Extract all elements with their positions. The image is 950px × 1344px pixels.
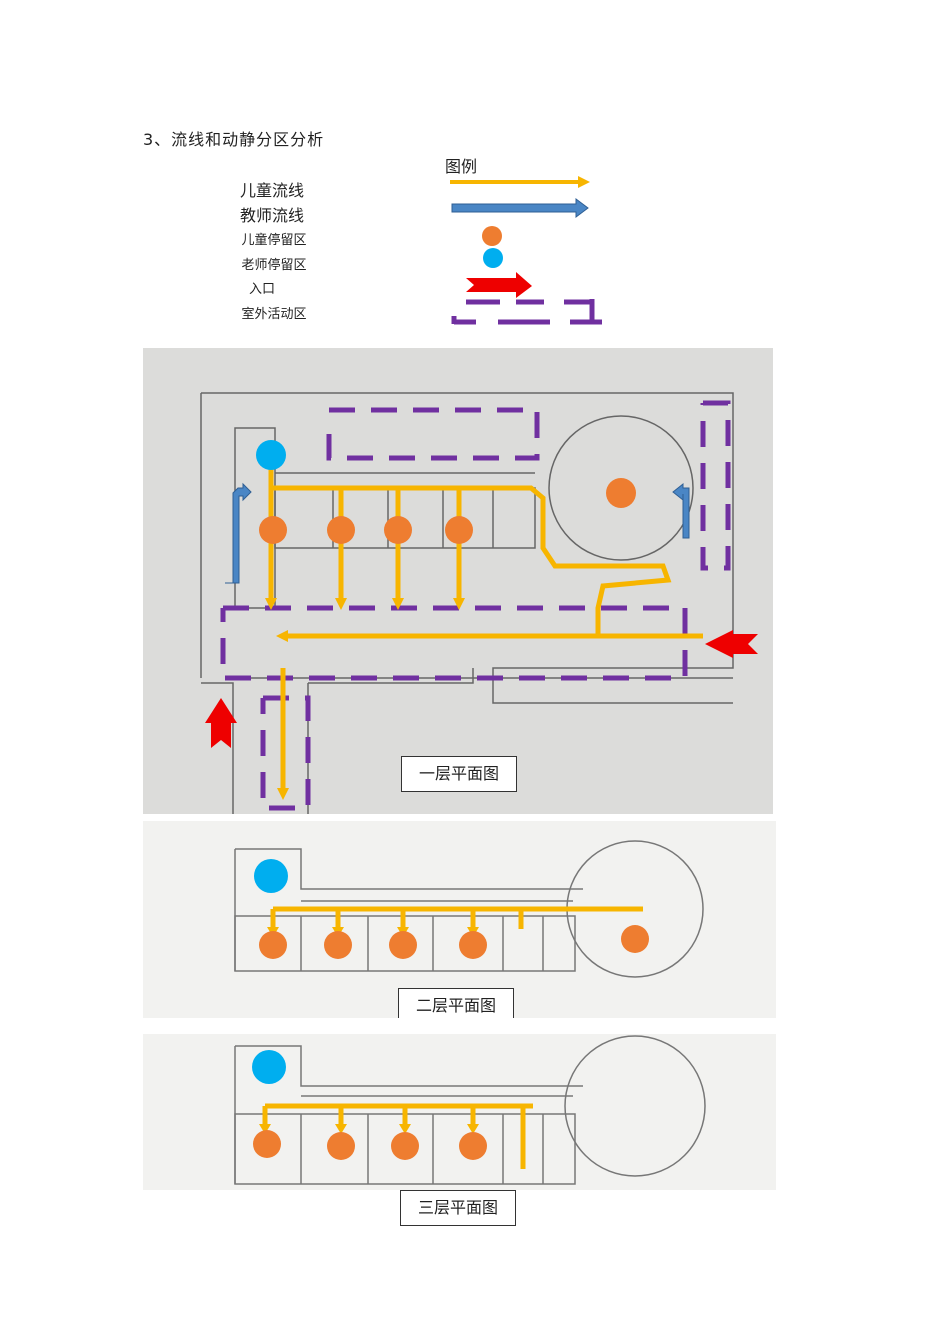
floor1-outdoor-zones (220, 400, 731, 811)
floor3-walls (234, 1035, 706, 1185)
cyan-dot-icon (483, 248, 503, 268)
floor2-child-stay (259, 925, 649, 959)
floor1-teacher-flow (225, 482, 690, 584)
legend-label-entrance: 入口 (248, 282, 275, 297)
legend-label-outdoor: 室外活动区 (241, 307, 307, 322)
blue-arrow-icon (451, 198, 589, 218)
floor3-child-stay (253, 1130, 487, 1160)
floor2-child-flow-heads (267, 927, 479, 937)
floor3-child-flow-heads (259, 1124, 479, 1134)
floor2-caption: 二层平面图 (398, 988, 514, 1018)
legend-title: 图例 (445, 157, 478, 176)
legend-symbols (450, 176, 602, 325)
red-arrow-icon (466, 272, 532, 298)
floor1-caption: 一层平面图 (401, 756, 517, 792)
orange-dot-icon (482, 226, 502, 246)
floor3-teacher-stay (252, 1050, 286, 1084)
legend-label-child-stay: 儿童停留区 (241, 233, 307, 248)
legend-label-teacher-stay: 老师停留区 (241, 258, 307, 273)
floor1-plan: 一层平面图 (143, 348, 773, 814)
floor3-caption: 三层平面图 (400, 1190, 516, 1226)
floor2-teacher-stay (254, 859, 288, 893)
legend-label-teacher-flow: 教师流线 (239, 206, 304, 225)
floor1-child-stay (259, 478, 636, 544)
purple-dashed-box-icon (451, 299, 602, 325)
floor1-child-flow (268, 458, 703, 788)
yellow-arrow-icon (450, 176, 590, 188)
floor2-plan: 二层平面图 (143, 821, 776, 1018)
floor3-plan (143, 1034, 776, 1190)
floor1-entrances (205, 630, 758, 748)
legend-label-child-flow: 儿童流线 (239, 181, 304, 200)
floor2-child-flow (270, 906, 643, 929)
floor1-child-flow-heads (265, 598, 465, 800)
floor1-teacher-stay (256, 440, 286, 470)
floor3-child-flow (262, 1103, 533, 1169)
section-title: 3、流线和动静分区分析 (143, 130, 325, 149)
